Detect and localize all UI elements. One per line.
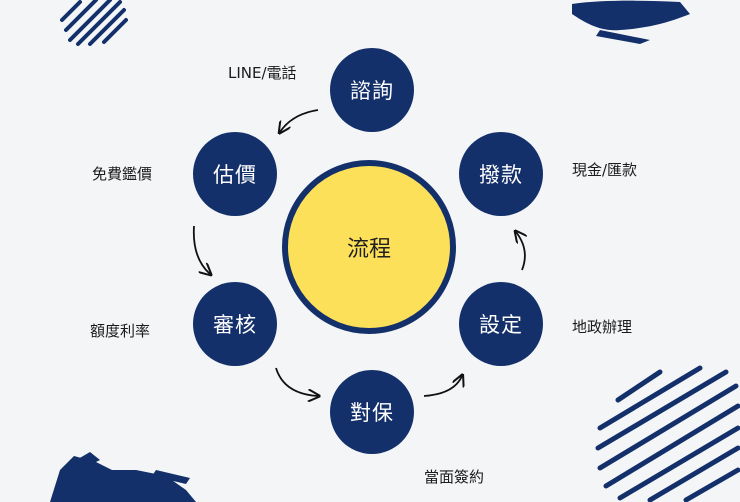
step-note-setup: 地政辦理 [572, 318, 633, 336]
center-process-circle: 流程 [282, 160, 456, 334]
step-label: 設定 [479, 313, 523, 337]
step-consult-circle: 諮詢 [330, 48, 414, 132]
step-note-estimate: 免費鑑價 [92, 165, 153, 183]
step-setup-circle: 設定 [459, 282, 543, 366]
arrow-review-to-signing [275, 367, 318, 396]
step-signing-circle: 對保 [330, 370, 414, 454]
step-note-review: 額度利率 [90, 322, 151, 340]
step-label: 諮詢 [350, 79, 394, 103]
arrow-consult-to-estimate [280, 109, 319, 132]
center-label: 流程 [346, 237, 391, 262]
step-label: 審核 [213, 313, 257, 337]
step-label: 估價 [213, 163, 257, 187]
arrow-setup-to-disburse [516, 232, 525, 271]
arrow-signing-to-setup [423, 376, 462, 397]
step-note-disburse: 現金/匯款 [572, 161, 638, 179]
step-disburse-circle: 撥款 [459, 132, 543, 216]
arrow-estimate-to-review [192, 225, 210, 274]
step-note-signing: 當面簽約 [424, 468, 485, 486]
step-label: 撥款 [479, 163, 523, 187]
step-review-circle: 審核 [193, 282, 277, 366]
step-label: 對保 [350, 401, 394, 425]
step-estimate-circle: 估價 [193, 132, 277, 216]
step-note-consult: LINE/電話 [228, 64, 297, 82]
